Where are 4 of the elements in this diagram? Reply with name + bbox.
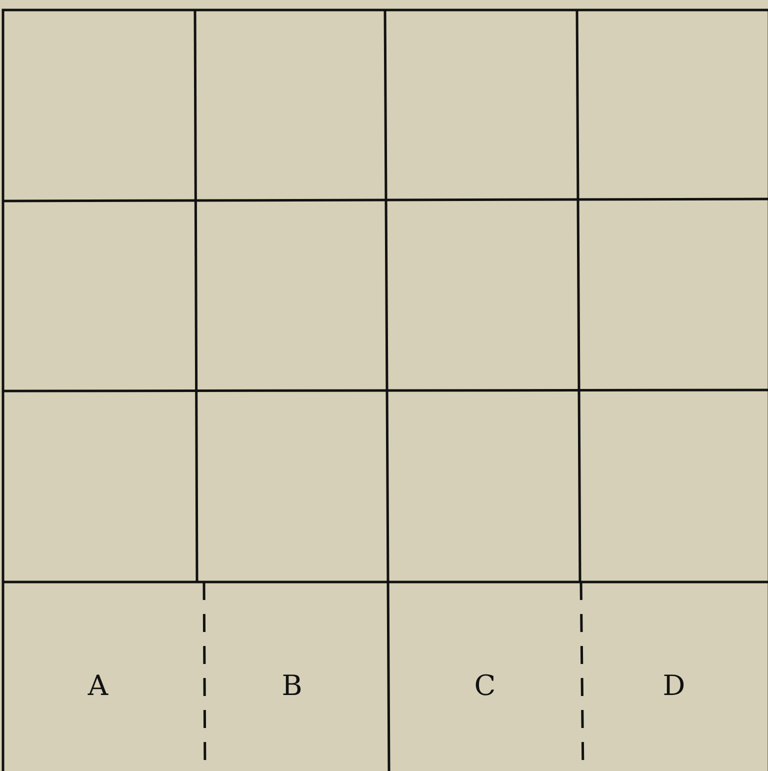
- cell-letter: A: [88, 672, 108, 700]
- cell-letter: C: [474, 672, 496, 700]
- cell-letter: B: [282, 672, 302, 700]
- cell-letter: D: [662, 672, 686, 700]
